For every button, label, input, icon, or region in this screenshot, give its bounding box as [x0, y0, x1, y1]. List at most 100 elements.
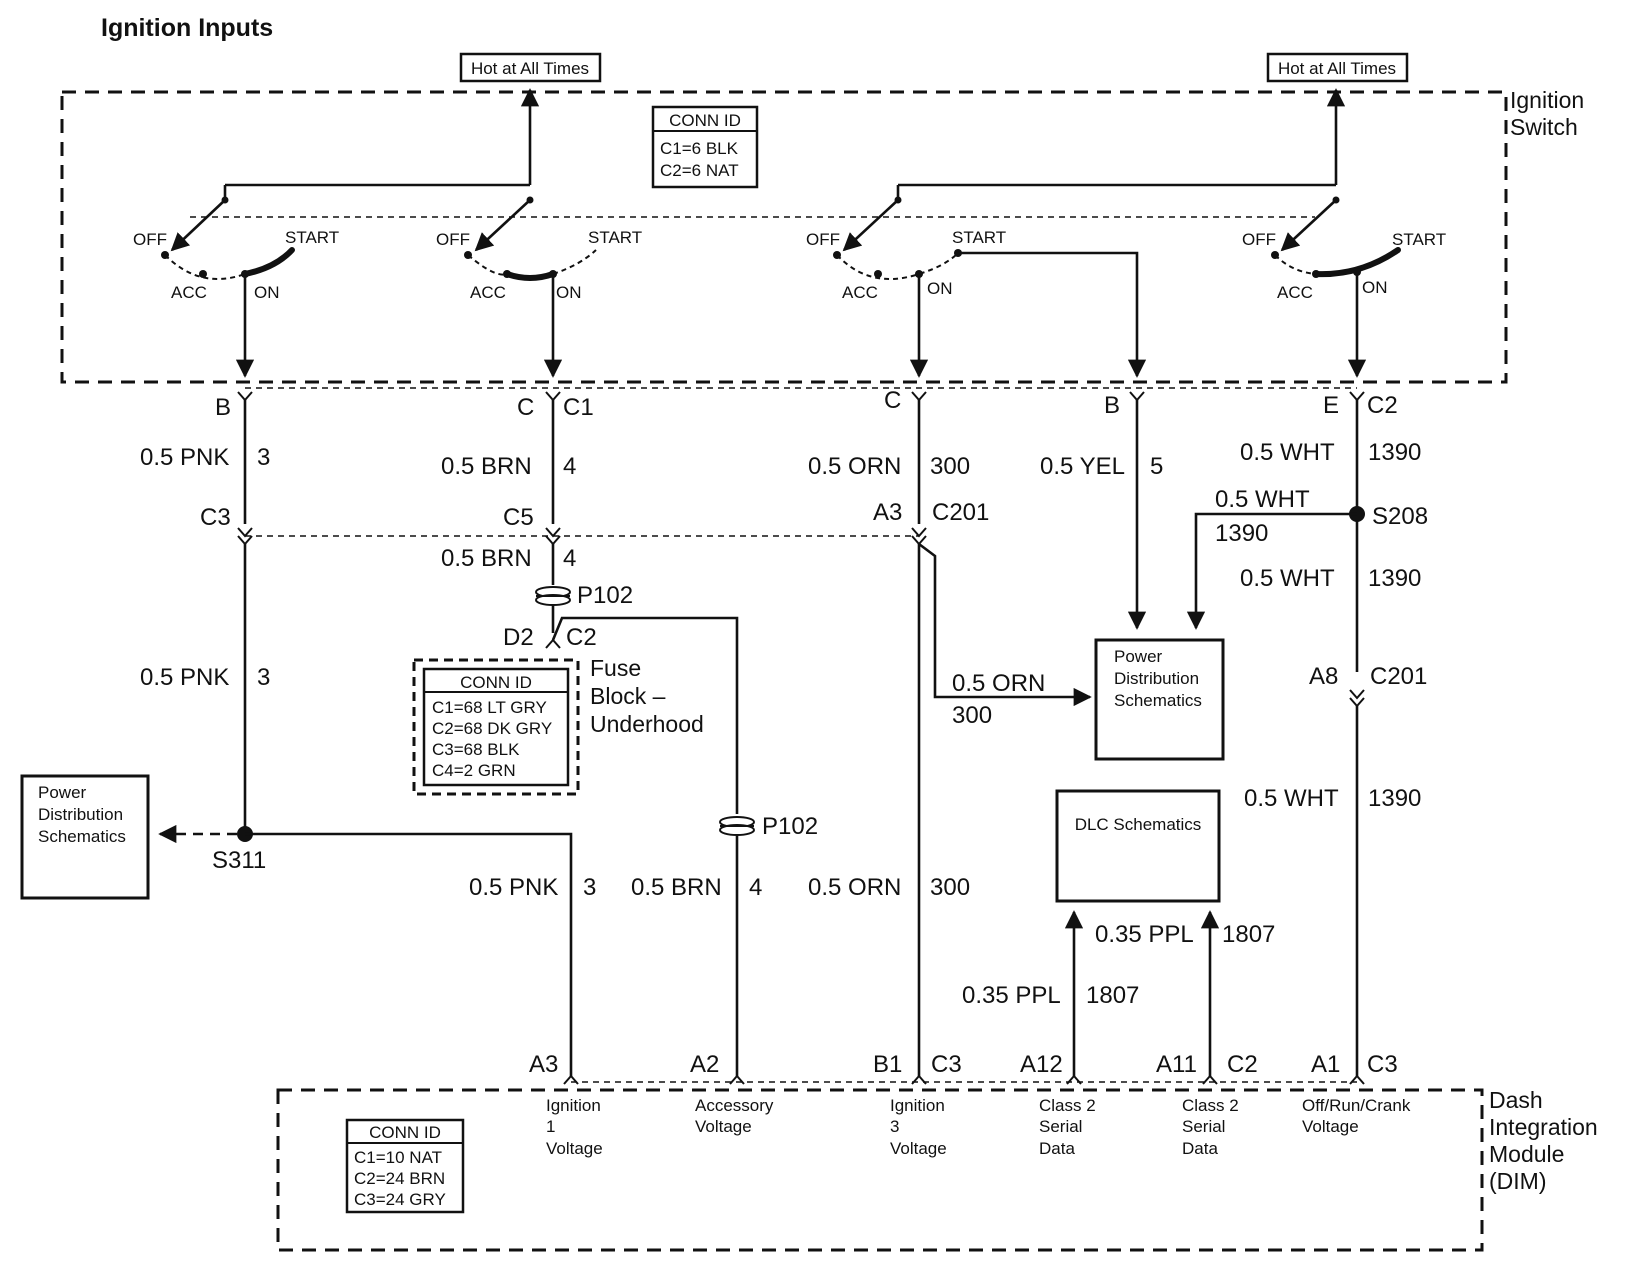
circuit-number: 300: [930, 874, 970, 901]
p102-upper: P102: [535, 582, 633, 609]
connector-label: C2: [1367, 392, 1398, 419]
wire-color: 0.5 PNK: [140, 664, 229, 691]
circuit-orn-300: 0.5 ORN 300 0.5 ORN 300 0.5 ORN 300: [808, 400, 1092, 1076]
dim-label: Dash: [1489, 1087, 1543, 1113]
switch-position-off: OFF: [1242, 230, 1276, 249]
wire-color: 0.35 PPL: [1095, 921, 1194, 948]
pin-label: B1: [873, 1051, 902, 1078]
wire-color: 0.5 ORN: [952, 670, 1045, 697]
splice-label: S208: [1372, 503, 1428, 530]
wire-color: 0.5 BRN: [441, 545, 532, 572]
circuit-number: 4: [563, 545, 576, 572]
circuit-number: 1390: [1215, 520, 1268, 547]
svg-text:C3=24 GRY: C3=24 GRY: [354, 1190, 446, 1209]
hot-label: Hot at All Times: [1278, 59, 1396, 78]
pin-label: C: [884, 387, 901, 414]
hot-label: Hot at All Times: [471, 59, 589, 78]
svg-text:C3=68 BLK: C3=68 BLK: [432, 740, 520, 759]
svg-text:Schematics: Schematics: [38, 827, 126, 846]
svg-text:CONN ID: CONN ID: [369, 1123, 441, 1142]
svg-text:Data: Data: [1182, 1139, 1218, 1158]
switch-position-acc: ACC: [171, 283, 207, 302]
svg-text:Off/Run/Crank: Off/Run/Crank: [1302, 1096, 1411, 1115]
connector-label: C201: [1370, 663, 1427, 690]
svg-text:Data: Data: [1039, 1139, 1075, 1158]
circuit-number: 300: [930, 453, 970, 480]
pin-label: A1: [1311, 1051, 1340, 1078]
svg-text:CONN ID: CONN ID: [669, 111, 741, 130]
connector-label: C1: [563, 394, 594, 421]
svg-text:Voltage: Voltage: [695, 1117, 752, 1136]
switch-position-off: OFF: [436, 230, 470, 249]
connector-label: C3: [931, 1051, 962, 1078]
connector-label: A8: [1309, 663, 1338, 690]
circuit-ppl-1807: 0.35 PPL 1807 0.35 PPL 1807: [962, 910, 1275, 1076]
ignition-switch-3: OFF START ACC ON: [806, 185, 1006, 302]
ignition-switch-label: Switch: [1510, 114, 1578, 140]
wire-color: 0.5 WHT: [1240, 565, 1335, 592]
hot-at-all-times-left: Hot at All Times: [459, 52, 602, 83]
pin-label: A2: [690, 1051, 719, 1078]
circuit-wht-1390: 0.5 WHT 1390 S208 0.5 WHT 1390 0.5 WHT 1…: [1186, 400, 1428, 1076]
svg-text:CONN ID: CONN ID: [460, 673, 532, 692]
svg-text:P102: P102: [577, 582, 633, 609]
circuit-number: 1390: [1368, 785, 1421, 812]
switch-position-start: START: [1392, 230, 1446, 249]
dlc-schematics[interactable]: DLC Schematics: [1055, 789, 1221, 903]
pin-label: E: [1323, 392, 1339, 419]
svg-text:Distribution: Distribution: [38, 805, 123, 824]
fuse-block-underhood: CONN ID C1=68 LT GRY C2=68 DK GRY C3=68 …: [412, 655, 704, 796]
wire-color: 0.5 BRN: [441, 453, 532, 480]
dim-label: Integration: [1489, 1114, 1598, 1140]
wire-color: 0.5 ORN: [808, 874, 901, 901]
svg-text:C2=6 NAT: C2=6 NAT: [660, 161, 739, 180]
power-distribution-schematics-left[interactable]: Power Distribution Schematics: [20, 774, 150, 900]
svg-text:Distribution: Distribution: [1114, 669, 1199, 688]
svg-text:3: 3: [890, 1117, 899, 1136]
switch-conn-id: CONN ID C1=6 BLK C2=6 NAT: [651, 105, 759, 189]
wire-color: 0.5 PNK: [140, 444, 229, 471]
wire-color: 0.5 ORN: [808, 453, 901, 480]
dim-label: Module: [1489, 1141, 1564, 1167]
connector-label: C3: [200, 504, 231, 531]
wire-color: 0.5 BRN: [631, 874, 722, 901]
svg-text:Ignition: Ignition: [546, 1096, 601, 1115]
svg-text:Class 2: Class 2: [1039, 1096, 1096, 1115]
switch-position-off: OFF: [806, 230, 840, 249]
circuit-number: 3: [257, 444, 270, 471]
svg-text:C1=68 LT GRY: C1=68 LT GRY: [432, 698, 547, 717]
power-distribution-schematics-center[interactable]: Power Distribution Schematics: [1094, 638, 1225, 761]
dim-input-class2-a: Class 2 Serial Data: [1039, 1096, 1096, 1158]
ignition-switch-1: OFF START ACC ON: [133, 185, 339, 302]
ignition-switch-4: OFF START ACC ON: [1242, 196, 1446, 302]
ignition-switch: Ignition Switch Hot at All Times Hot at …: [60, 52, 1584, 384]
wire-color: 0.5 PNK: [469, 874, 558, 901]
circuit-number: 300: [952, 702, 992, 729]
svg-text:Power: Power: [38, 783, 87, 802]
circuit-yel-5: 0.5 YEL 5: [1040, 400, 1163, 630]
dim-connector-pins: [563, 1074, 1365, 1085]
connector-label: C2: [1227, 1051, 1258, 1078]
switch-position-start: START: [952, 228, 1006, 247]
circuit-number: 4: [563, 453, 576, 480]
svg-text:C4=2 GRN: C4=2 GRN: [432, 761, 516, 780]
dim-input-ignition-3: Ignition 3 Voltage: [890, 1096, 947, 1158]
wire-color: 0.35 PPL: [962, 982, 1061, 1009]
circuit-number: 1390: [1368, 565, 1421, 592]
splice-label: S311: [212, 847, 266, 874]
connector-label: C5: [503, 504, 534, 531]
svg-text:Ignition: Ignition: [890, 1096, 945, 1115]
page-title: Ignition Inputs: [101, 14, 273, 42]
circuit-number: 1807: [1086, 982, 1139, 1009]
switch-position-on: ON: [1362, 278, 1388, 297]
switch-position-on: ON: [254, 283, 280, 302]
switch-connector-pins: [237, 391, 1365, 402]
circuit-number: 1807: [1222, 921, 1275, 948]
connector-label: C3: [1367, 1051, 1398, 1078]
switch-position-acc: ACC: [842, 283, 878, 302]
circuit-pnk-3: 0.5 PNK 3 0.5 PNK 3 S311 0.5 PNK 3: [140, 400, 596, 1076]
svg-text:Class 2: Class 2: [1182, 1096, 1239, 1115]
pin-label: A3: [529, 1051, 558, 1078]
svg-text:Voltage: Voltage: [546, 1139, 603, 1158]
connector-label: C2: [566, 624, 597, 651]
